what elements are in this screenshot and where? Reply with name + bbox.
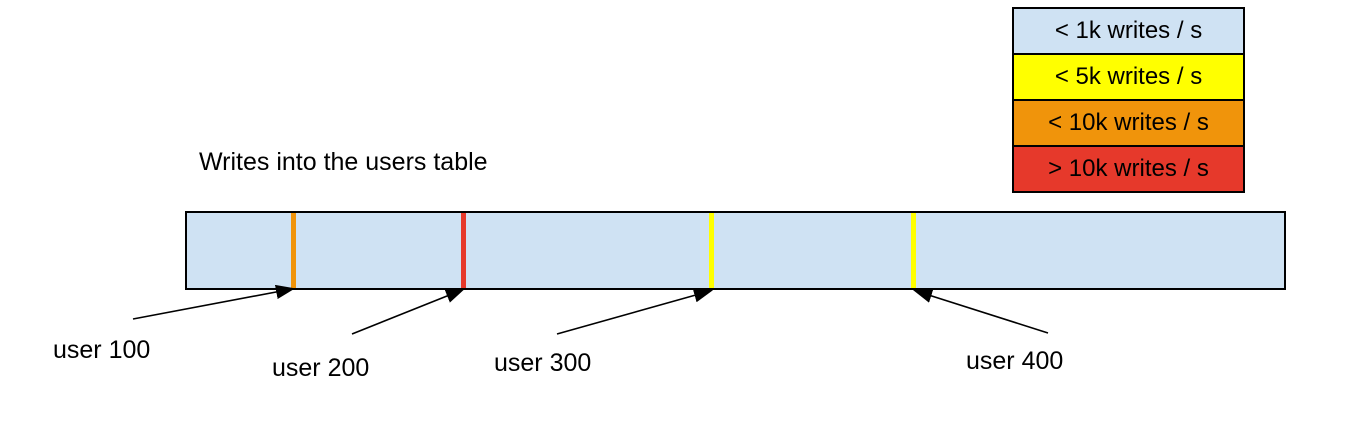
callout-user-100: user 100 [53,336,151,364]
arrow-user-200 [351,288,465,335]
hotspot-marker-user-100 [291,213,296,288]
callout-user-300: user 300 [494,349,592,377]
hotspot-marker-user-200 [461,213,466,288]
hotspot-marker-user-400 [911,213,916,288]
legend-row-under-5k: < 5k writes / s [1012,53,1245,101]
users-table-bar [185,211,1286,290]
legend-label-over-10k: > 10k writes / s [1048,155,1209,182]
arrow-user-300 [556,288,714,335]
write-rate-legend: < 1k writes / s < 5k writes / s < 10k wr… [1012,7,1245,193]
callout-user-400: user 400 [966,347,1064,375]
hotspot-marker-user-300 [709,213,714,288]
arrow-user-100 [132,284,296,320]
arrow-user-400 [912,288,1049,334]
legend-label-under-5k: < 5k writes / s [1054,63,1203,90]
callout-user-200: user 200 [272,354,370,382]
diagram-title: Writes into the users table [199,148,488,176]
legend-label-under-10k: < 10k writes / s [1048,109,1209,136]
legend-row-over-10k: > 10k writes / s [1012,145,1245,193]
legend-row-under-1k: < 1k writes / s [1012,7,1245,55]
legend-row-under-10k: < 10k writes / s [1012,99,1245,147]
legend-label-under-1k: < 1k writes / s [1054,17,1203,44]
